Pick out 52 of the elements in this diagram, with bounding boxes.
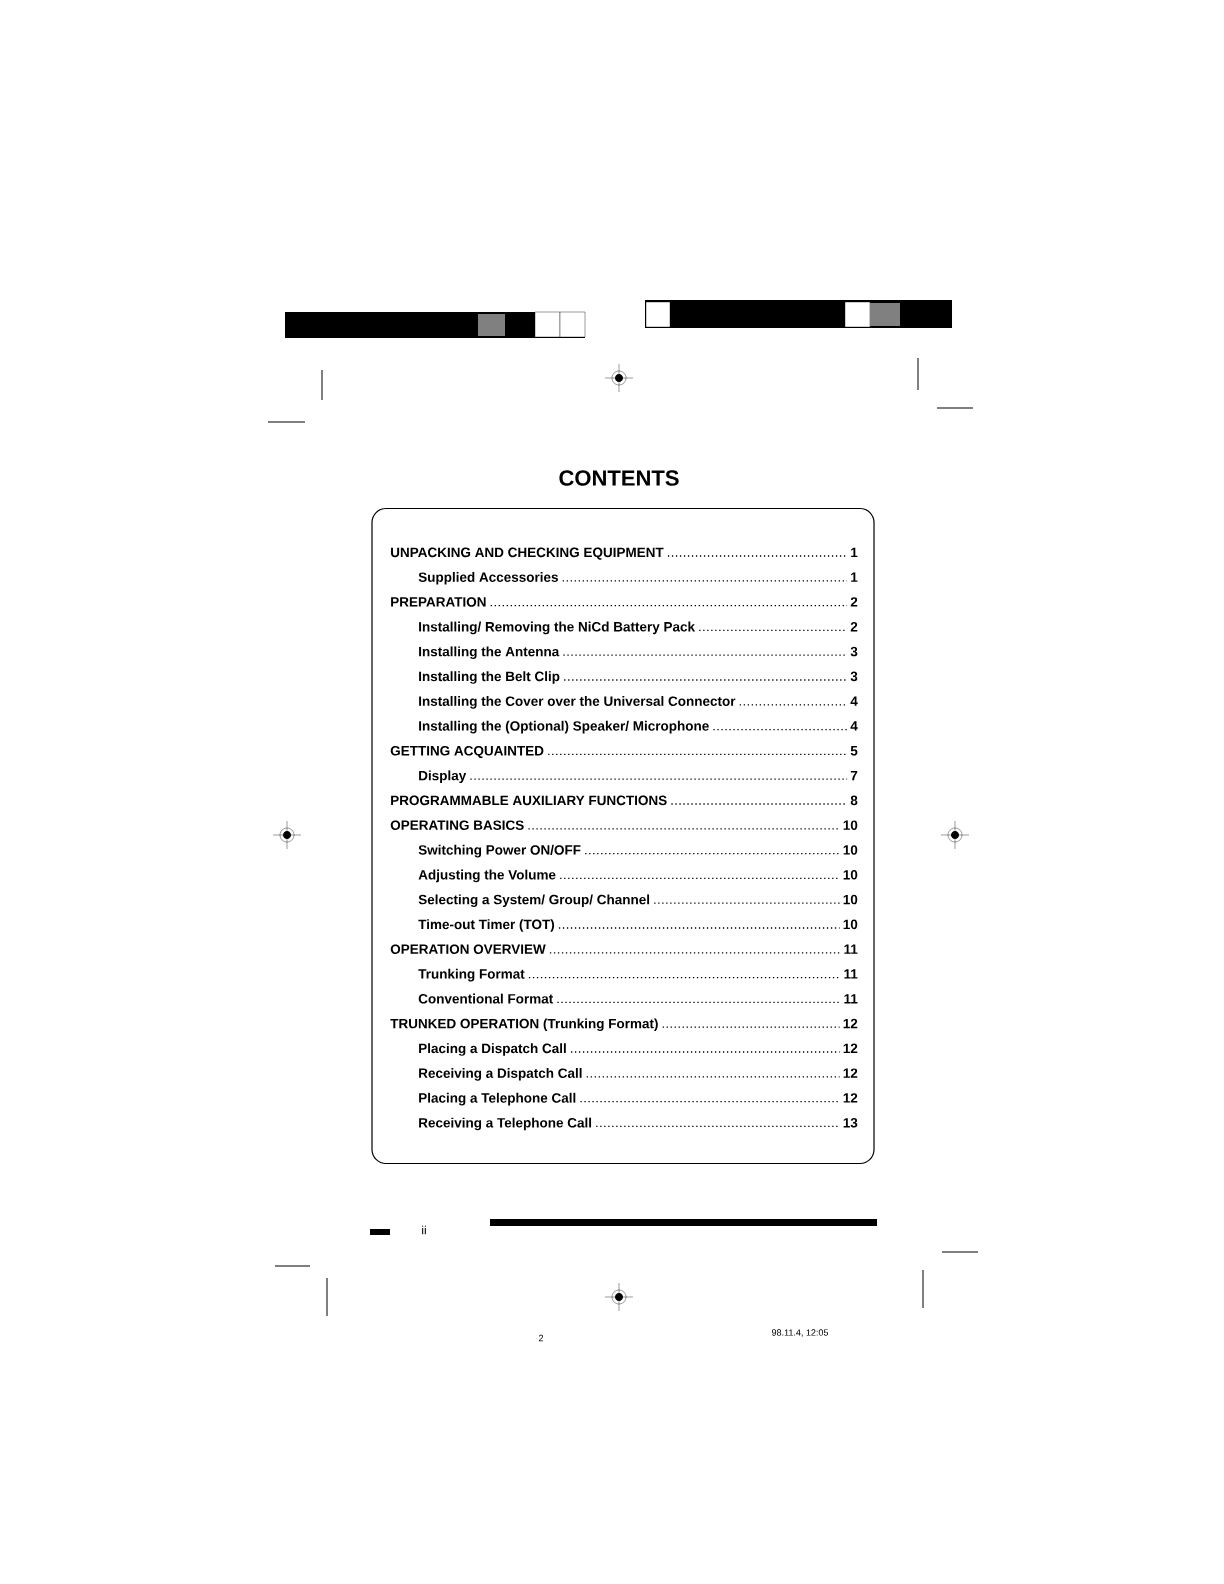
contents-entry: PREPARATION (391, 597, 486, 607)
page-number: 13 (843, 1118, 858, 1128)
page-number: 3 (850, 671, 858, 682)
page-number: 12 (843, 1068, 858, 1078)
page-number: 3 (850, 646, 858, 657)
heading: CONTENTS (559, 470, 679, 486)
page-number: ii (422, 1225, 426, 1235)
page-number: 4 (850, 721, 858, 731)
page-number: 11 (844, 969, 858, 979)
contents-entry: GETTING ACQUAINTED (390, 746, 544, 759)
contents-entry: Adjusting the Volume (418, 869, 556, 883)
page-number: 10 (843, 919, 858, 930)
contents-entry: Installing the Antenna (419, 646, 560, 660)
timestamp: 98.11.4, 12:05 (772, 1329, 829, 1337)
contents-entry: TRUNKED OPERATION (Trunking Format) (390, 1018, 658, 1032)
page-number: 7 (850, 770, 858, 781)
page-number: 1 (851, 572, 858, 582)
page-number: 12 (843, 1018, 858, 1029)
contents-entry: Placing a Dispatch Call (419, 1043, 566, 1056)
page-number: 10 (843, 894, 858, 905)
contents-entry: Time-out Timer (TOT) (418, 919, 555, 932)
contents-entry: Conventional Format (418, 993, 554, 1004)
contents-entry: Installing the Cover over the Universal Connector (419, 696, 736, 709)
page-number: 2 (850, 622, 858, 632)
page-number: 11 (844, 994, 858, 1004)
contents-entry: Installing/ Removing the NiCd Battery Pack (419, 621, 696, 635)
contents-entry: Installing the (Optional) Speaker/ Microphone (419, 720, 709, 734)
page-number: 2 (850, 597, 858, 607)
page-number: 4 (850, 696, 858, 706)
page-number: 10 (843, 870, 858, 880)
contents-entry: Display (419, 770, 467, 783)
page-number: 12 (843, 1093, 858, 1103)
page-number: 8 (850, 795, 858, 806)
page-number: 10 (843, 845, 858, 855)
contents-entry: Receiving a Telephone Call (419, 1117, 592, 1131)
contents-entry: PROGRAMMABLE AUXILIARY FUNCTIONS (391, 795, 667, 806)
page-number: 11 (844, 944, 858, 954)
contents-entry: Supplied Accessories (418, 572, 558, 585)
page-number: 10 (843, 820, 858, 830)
contents-entry: OPERATING BASICS (390, 820, 524, 830)
contents-entry: OPERATION OVERVIEW (390, 944, 546, 954)
page-number: 5 (850, 746, 858, 756)
contents-entry: Trunking Format (418, 968, 525, 982)
page-number: 12 (843, 1043, 858, 1053)
page-number: 2 (538, 1334, 544, 1342)
contents-entry: Installing the Belt Clip (419, 671, 560, 684)
contents-entry: Receiving a Dispatch Call (419, 1068, 582, 1081)
contents-entry: Switching Power ON/OFF (418, 844, 581, 858)
contents-entry: Placing a Telephone Call (419, 1092, 576, 1106)
contents-entry: Selecting a System/ Group/ Channel (418, 894, 650, 908)
contents-entry: UNPACKING AND CHECKING EQUIPMENT (391, 547, 664, 560)
page-number: 1 (851, 547, 858, 557)
